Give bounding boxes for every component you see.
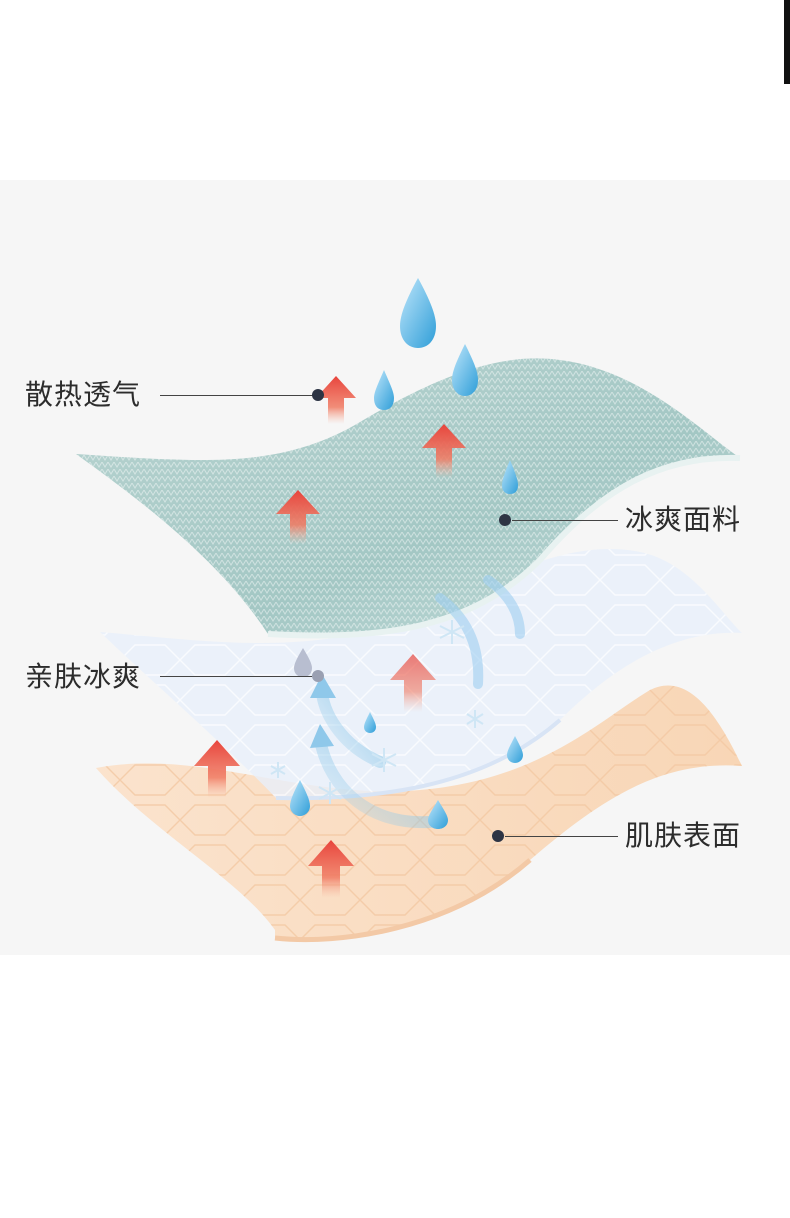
leader-line bbox=[512, 520, 618, 521]
label-cool-fabric: 冰爽面料 bbox=[625, 503, 742, 536]
callout-dot bbox=[312, 389, 324, 401]
callout-dot bbox=[312, 670, 324, 682]
label-skin-surface: 肌肤表面 bbox=[625, 819, 742, 852]
leader-line bbox=[160, 676, 312, 677]
cool-fabric-layer bbox=[76, 358, 741, 639]
label-skin-cool: 亲肤冰爽 bbox=[25, 660, 142, 693]
snowflake-icon bbox=[270, 620, 484, 804]
callout-dot bbox=[499, 514, 511, 526]
scrollbar[interactable] bbox=[784, 0, 790, 84]
airflow-arrow-icon bbox=[310, 575, 525, 829]
heat-arrow-icon bbox=[194, 376, 466, 898]
label-heat-dissipation: 散热透气 bbox=[25, 378, 142, 411]
skin-surface-layer bbox=[96, 685, 742, 943]
callout-dot bbox=[492, 830, 504, 842]
water-drop-icon bbox=[290, 278, 523, 829]
leader-line bbox=[160, 395, 316, 396]
leader-line bbox=[505, 836, 618, 837]
